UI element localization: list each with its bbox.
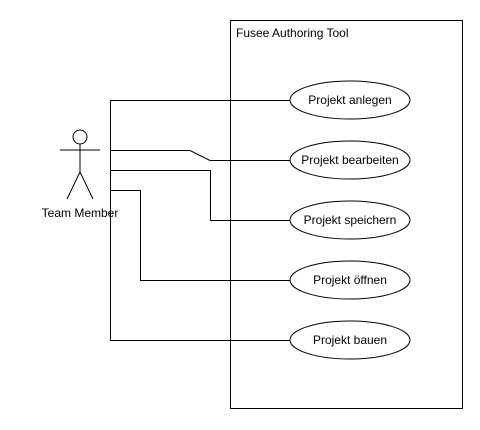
actor-head	[72, 129, 88, 145]
system-title: Fusee Authoring Tool	[236, 26, 349, 40]
system-boundary	[230, 20, 463, 409]
use-case-anlegen[interactable]: Projekt anlegen	[289, 80, 411, 120]
actor-left-leg	[66, 171, 81, 200]
actor-right-leg	[79, 171, 94, 200]
use-case-ellipse	[289, 320, 411, 360]
use-case-oeffnen[interactable]: Projekt öffnen	[289, 260, 411, 300]
use-case-speichern[interactable]: Projekt speichern	[289, 200, 411, 240]
use-case-ellipse	[289, 80, 411, 120]
use-case-label: Projekt anlegen	[308, 93, 391, 107]
use-case-label: Projekt speichern	[304, 213, 397, 227]
use-case-label: Projekt bearbeiten	[301, 153, 398, 167]
association-line-bearbeiten	[110, 150, 290, 161]
use-case-label: Projekt öffnen	[313, 273, 387, 287]
association-line-oeffnen	[110, 190, 290, 281]
association-line-bauen	[110, 100, 290, 341]
use-case-ellipse	[289, 260, 411, 300]
association-line-speichern	[110, 170, 290, 221]
actor-name: Team Member	[42, 206, 119, 220]
use-case-bearbeiten[interactable]: Projekt bearbeiten	[289, 140, 411, 180]
use-case-ellipse	[289, 140, 411, 180]
actor-figure	[60, 129, 100, 200]
use-case-bauen[interactable]: Projekt bauen	[289, 320, 411, 360]
use-case-ellipse	[289, 200, 411, 240]
use-case-label: Projekt bauen	[313, 333, 387, 347]
